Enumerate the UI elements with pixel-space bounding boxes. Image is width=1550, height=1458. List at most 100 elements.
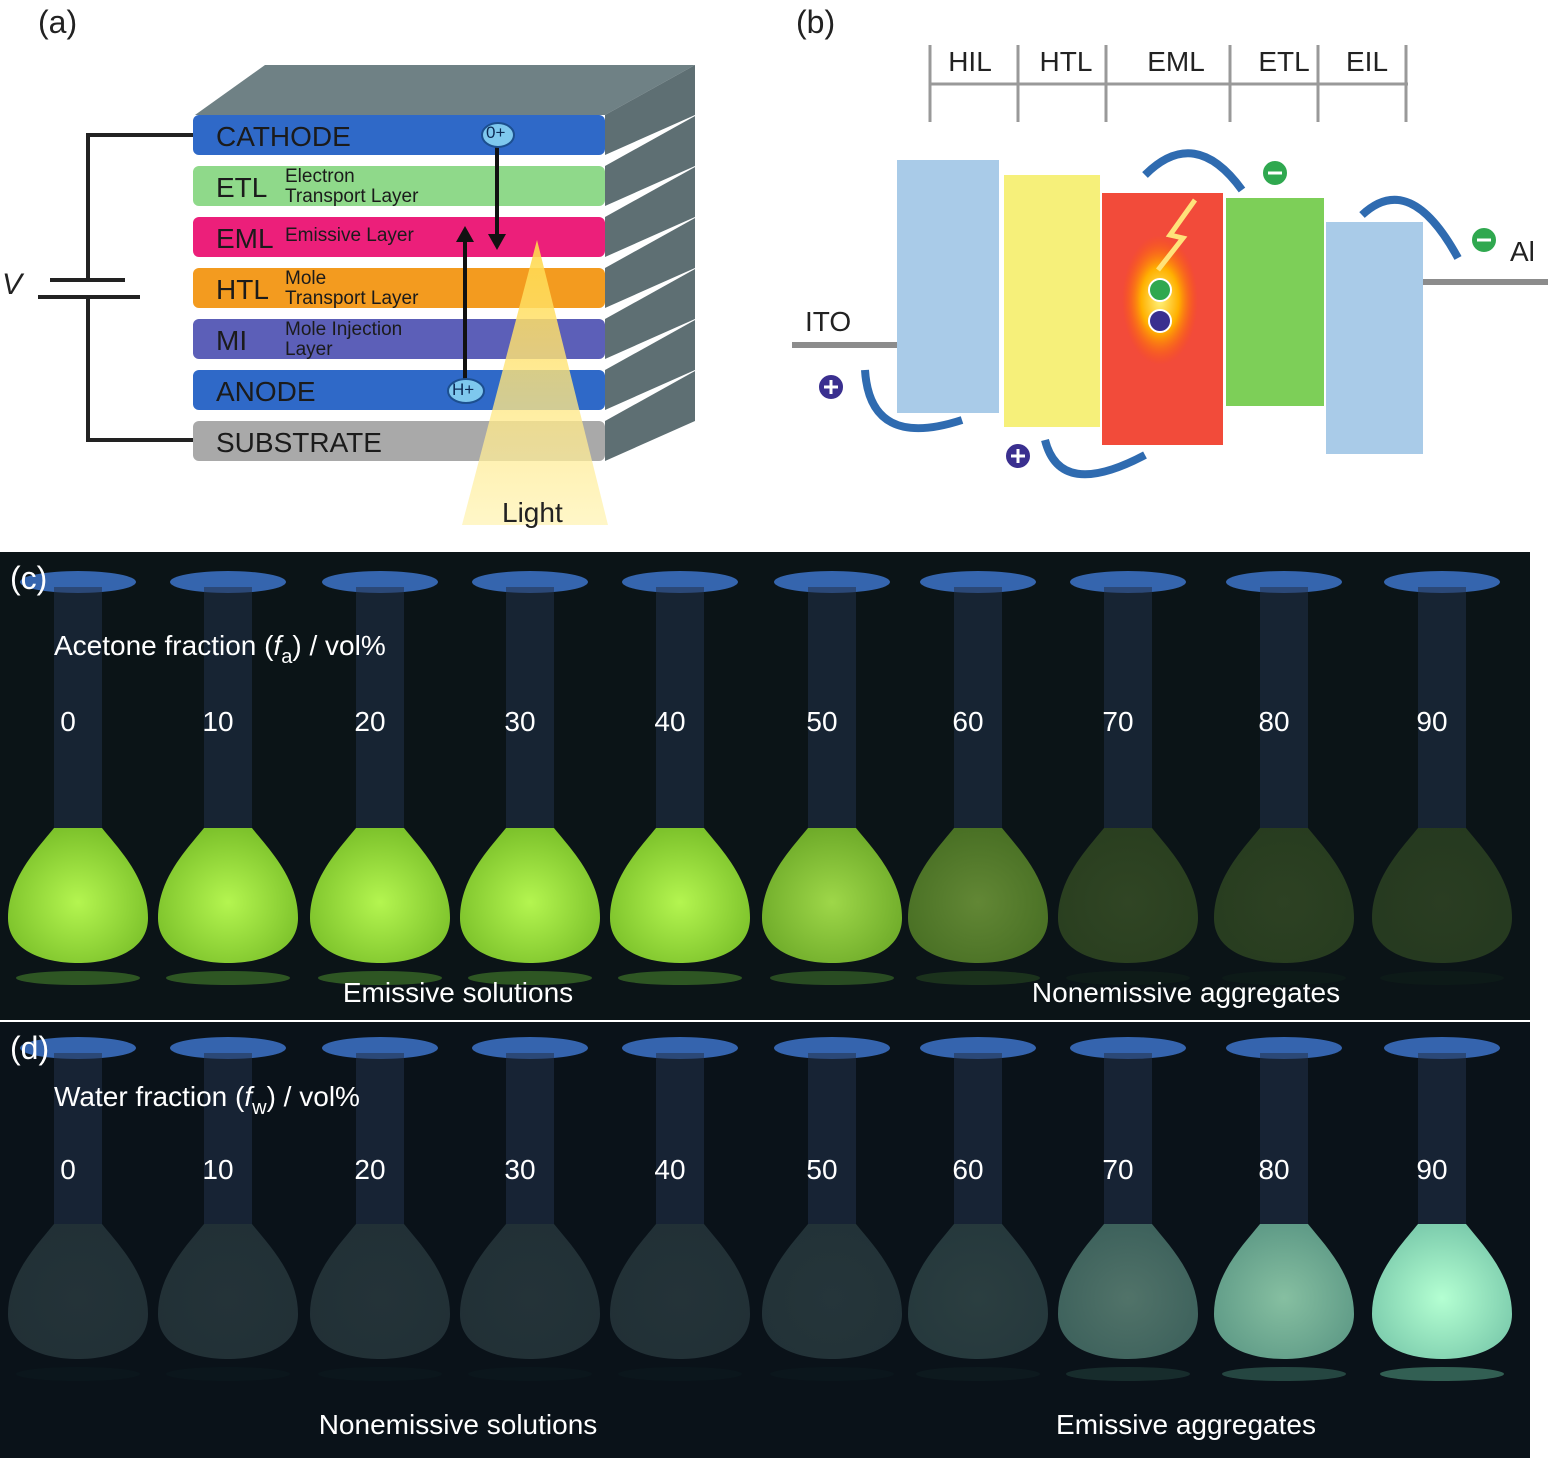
hole-badge-label: H+ [452, 380, 475, 399]
fraction-value: 10 [202, 706, 234, 737]
fraction-value: 50 [806, 1154, 838, 1185]
layer-stack [193, 65, 695, 461]
fraction-value: 30 [504, 1154, 536, 1185]
flask-cap [622, 571, 738, 593]
stack-top-face [195, 65, 695, 115]
emissive-aggregates-caption: Emissive aggregates [1056, 1409, 1316, 1440]
fraction-value: 70 [1102, 1154, 1134, 1185]
acetone-fraction-title: Acetone fraction (fa) / vol% [54, 630, 386, 668]
flask-neck [1104, 587, 1152, 838]
flask-neck [1260, 1053, 1308, 1234]
flask-cap [472, 1037, 588, 1059]
hil-bar [897, 160, 999, 413]
layer-abbr: MI [216, 325, 248, 356]
etl-bar [1226, 198, 1324, 406]
electron-hop-arrow-1 [1142, 149, 1246, 193]
flask-body [8, 1224, 148, 1359]
flask-neck [954, 587, 1002, 838]
flask-body [1058, 1224, 1198, 1359]
layer-desc-line1: Mole [285, 268, 327, 289]
fraction-value: 80 [1258, 1154, 1290, 1185]
fraction-value: 40 [654, 1154, 686, 1185]
flask-reflection [468, 971, 592, 985]
flask-neck [204, 587, 252, 838]
flask-cap [20, 571, 136, 593]
flask-reflection [16, 1367, 140, 1381]
flask-reflection [16, 971, 140, 985]
hole-hop-arrow-1 [861, 369, 964, 433]
acetone-series-photo [0, 552, 1530, 1020]
flask-neck [1418, 587, 1466, 838]
flask-reflection [1222, 1367, 1346, 1381]
oled-stack-diagram [38, 65, 695, 525]
layer-abbr: EML [216, 223, 274, 254]
al-label: Al [1510, 236, 1535, 267]
flask-reflection [1066, 1367, 1190, 1381]
flask-reflection [1380, 971, 1504, 985]
flask-cap [322, 1037, 438, 1059]
layer-side-face [605, 269, 695, 359]
light-label: Light [502, 497, 563, 528]
layer-desc-line1: Mole Injection [285, 319, 403, 340]
electron-badge [481, 122, 515, 148]
layer-desc-line2: Layer [285, 339, 333, 360]
flask-reflection [916, 971, 1040, 985]
flask-body [310, 828, 450, 963]
hole-badge [447, 378, 485, 404]
flask-reflection [166, 971, 290, 985]
layer-abbr: HTL [216, 274, 269, 305]
flask-cap [322, 571, 438, 593]
flask-neck [1418, 1053, 1466, 1234]
layer-desc-line2: Transport Layer [285, 186, 419, 207]
ito-label: ITO [805, 306, 852, 337]
flask-neck [1260, 587, 1308, 838]
flask-neck [356, 587, 404, 838]
layer-header-etl: ETL [1258, 46, 1310, 77]
flask-neck [506, 587, 554, 838]
flask-reflection [1380, 1367, 1504, 1381]
fraction-value: 20 [354, 1154, 386, 1185]
electron-hop-arrow-2 [1359, 195, 1462, 260]
panel-d-label: (d) [10, 1030, 50, 1066]
flask-neck [656, 1053, 704, 1234]
flask-neck [808, 1053, 856, 1234]
flask-body [310, 1224, 450, 1359]
layer-eml [193, 217, 605, 257]
flask-neck [656, 587, 704, 838]
nonemissive-aggregates-caption: Nonemissive aggregates [1031, 977, 1341, 1008]
light-beam [462, 240, 608, 525]
flask-neck [54, 587, 102, 838]
layer-header-htl: HTL [1039, 46, 1093, 77]
layer-abbr: ANODE [216, 376, 316, 407]
nonemissive-solutions-caption: Nonemissive solutions [318, 1409, 598, 1440]
flask-body [460, 1224, 600, 1359]
flask-cap [170, 571, 286, 593]
flask-neck [1104, 1053, 1152, 1234]
flask-cap [1384, 1037, 1500, 1059]
panel-b-label: (b) [796, 4, 836, 40]
flask-body [762, 828, 902, 963]
flask-reflection [318, 1367, 442, 1381]
flask-body [908, 828, 1048, 963]
fraction-value: 0 [60, 1154, 76, 1185]
flask-reflection [618, 1367, 742, 1381]
flask-neck [356, 1053, 404, 1234]
layer-mi [193, 319, 605, 359]
flask-neck [506, 1053, 554, 1234]
flask-body [1214, 828, 1354, 963]
flask-cap [774, 571, 890, 593]
circuit-wire-top [86, 133, 195, 280]
layer-side-face [605, 65, 695, 155]
fraction-value: 10 [202, 1154, 234, 1185]
flask-cap [622, 1037, 738, 1059]
flask-body [158, 828, 298, 963]
hole-hop-arrow-2 [1041, 438, 1147, 479]
layer-header-hil: HIL [948, 46, 992, 77]
layer-side-face [605, 371, 695, 461]
layer-desc-line1: Emissive Layer [285, 225, 414, 246]
flask-body [1058, 828, 1198, 963]
water-fraction-title: Water fraction (fw) / vol% [54, 1081, 360, 1119]
flask-neck [54, 1053, 102, 1234]
electron-badge-label: 0+ [486, 123, 506, 142]
flask-reflection [916, 1367, 1040, 1381]
